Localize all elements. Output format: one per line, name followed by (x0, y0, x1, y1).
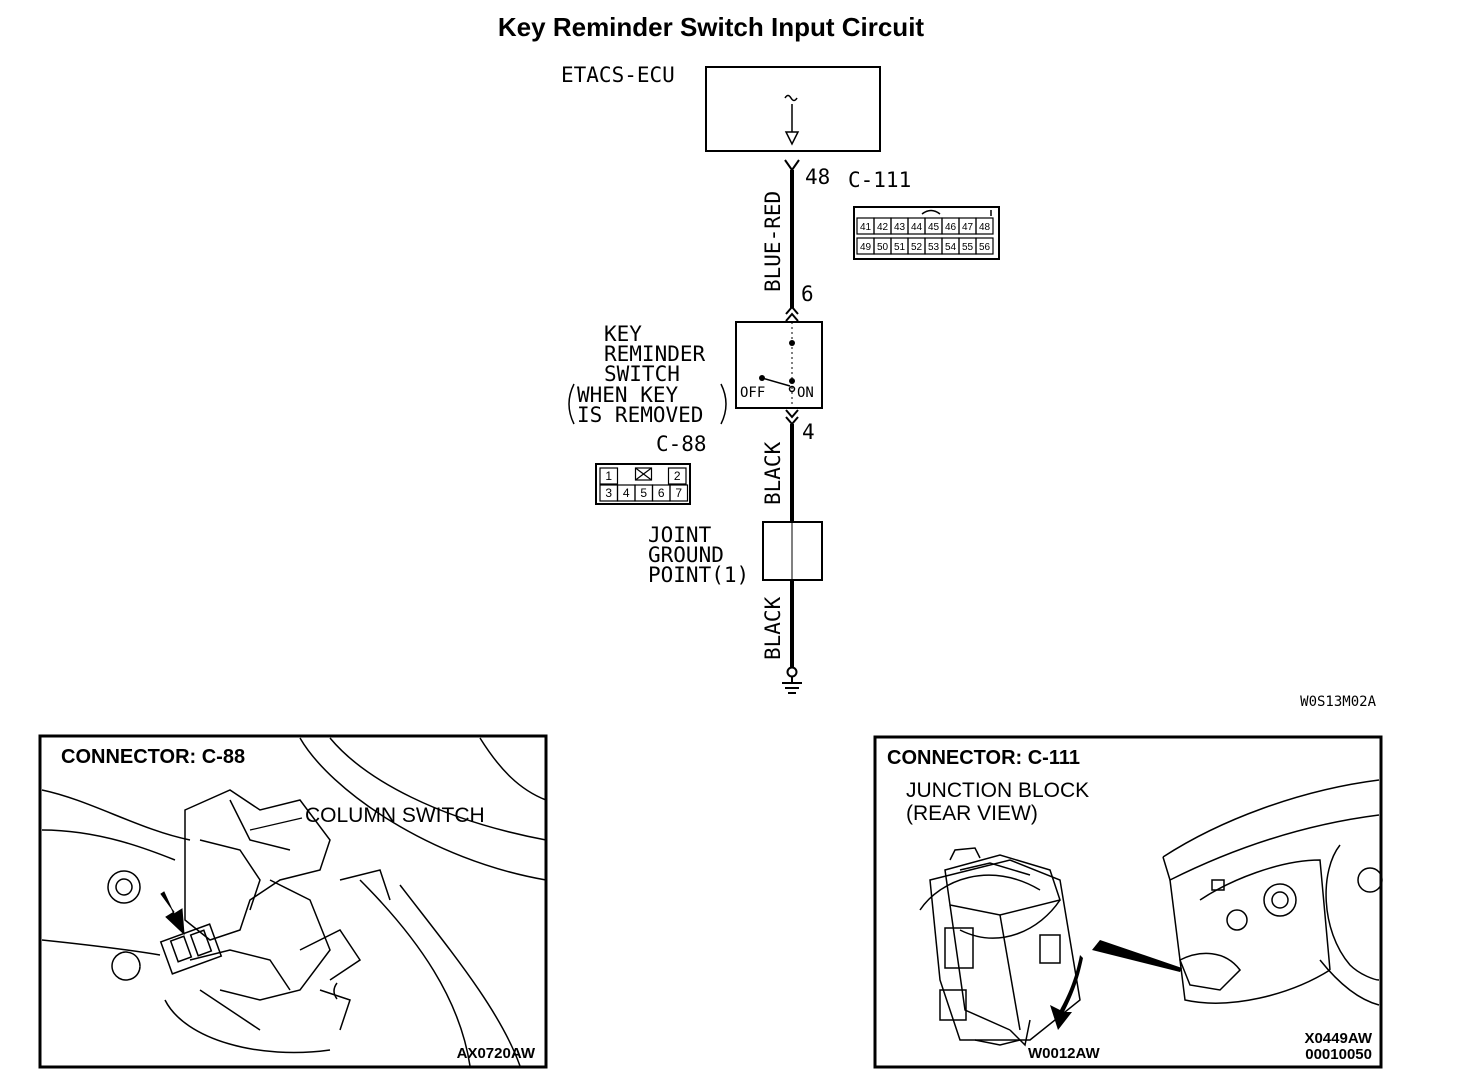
wire-blue-red: BLUE-RED 48 6 (761, 159, 830, 322)
connector-c88-name: C-88 (656, 432, 707, 456)
steering-column-illustration (41, 737, 547, 1067)
panel-connector-c111: CONNECTOR: C-111 JUNCTION BLOCK (REAR VI… (873, 735, 1383, 1069)
c88-pin-3-label: 3 (605, 486, 612, 500)
c111-pin-48-label: 48 (979, 222, 991, 233)
joint-ground-point: JOINT GROUND POINT(1) (648, 521, 823, 587)
switch-paren-right (720, 383, 727, 425)
diagram-code: W0S13M02A (1300, 694, 1376, 710)
wire-color-blue-red: BLUE-RED (761, 191, 785, 292)
ecu-box (705, 66, 881, 152)
c88-pin-7-label: 7 (675, 486, 682, 500)
c111-pin-45-label: 45 (928, 222, 940, 233)
c88-pin-6-label: 6 (658, 486, 665, 500)
switch-paren-left (568, 383, 575, 425)
connector-c111: C-111 41 42 43 44 45 46 47 48 49 50 51 52 53 54 55 56 (848, 168, 1000, 260)
c88-pin-2-cell (667, 467, 687, 485)
c88-pin-5-label: 5 (640, 486, 647, 500)
ground-label-line-2: GROUND (648, 543, 724, 567)
pin-6-label: 6 (801, 282, 814, 306)
c111-pin-44-label: 44 (911, 222, 923, 233)
c111-pin-48-cell (975, 217, 994, 235)
callout-arrow-dashboard (1092, 940, 1182, 972)
switch-label-line-2: REMINDER (604, 342, 706, 366)
junction-block-illustration (919, 847, 1081, 1047)
panel-c111-code-right-line-1: X0449AW (1304, 1030, 1372, 1047)
panel-c88-callout: COLUMN SWITCH (305, 804, 485, 827)
switch-label-line-3: SWITCH (604, 362, 680, 386)
panel-connector-c88: CONNECTOR: C-88 (38, 734, 548, 1069)
c88-key-cell (634, 467, 653, 481)
panel-c88-title: CONNECTOR: C-88 (61, 746, 245, 768)
panel-c111-title: CONNECTOR: C-111 (887, 747, 1080, 769)
ecu-label: ETACS-ECU (561, 63, 675, 87)
c111-pin-56-cell (975, 237, 994, 255)
switch-off-label: OFF (740, 385, 765, 401)
c111-pin-row-top: 41 42 43 44 45 46 47 48 (856, 217, 994, 235)
wire-black-middle: BLACK 4 (761, 409, 815, 523)
c88-pin-4-label: 4 (623, 486, 630, 500)
c88-pin-1-cell (599, 467, 619, 485)
wire-color-black-lower: BLACK (761, 596, 785, 660)
c111-pin-43-label: 43 (894, 222, 906, 233)
c111-pin-50-label: 50 (877, 242, 889, 253)
panel-c111-callout-line-1: JUNCTION BLOCK (906, 779, 1089, 802)
connector-c111-name: C-111 (848, 168, 911, 192)
pin-48-label: 48 (805, 165, 830, 189)
c111-pin-51-label: 51 (894, 242, 906, 253)
panel-c111-code-left: W0012AW (1028, 1045, 1101, 1062)
c88-key-x-1 (635, 467, 652, 481)
c88-pin-1-label: 1 (605, 469, 612, 483)
c111-pin-54-label: 54 (945, 242, 957, 253)
pin-4-label: 4 (802, 420, 815, 444)
panel-c111-callout-line-2: (REAR VIEW) (906, 802, 1038, 825)
switch-label-line-1: KEY (604, 322, 642, 346)
c111-pin-42-label: 42 (877, 222, 889, 233)
ground-symbol (782, 682, 802, 694)
c111-pin-row-bottom: 49 50 51 52 53 54 55 56 (856, 237, 994, 255)
switch-label-line-5: IS REMOVED (577, 403, 703, 427)
wire-color-black-middle: BLACK (761, 441, 785, 505)
diagram-title: Key Reminder Switch Input Circuit (498, 12, 925, 42)
c111-pin-41-label: 41 (860, 222, 872, 233)
c111-pin-55-label: 55 (962, 242, 974, 253)
c111-pin-52-label: 52 (911, 242, 923, 253)
c111-pin-49-label: 49 (860, 242, 872, 253)
etacs-ecu: ETACS-ECU (561, 63, 881, 152)
c111-pin-47-label: 47 (962, 222, 974, 233)
ground-label-line-3: POINT(1) (648, 563, 749, 587)
c111-pin-56-label: 56 (979, 242, 991, 253)
switch-box (735, 321, 823, 409)
c88-pin-2-label: 2 (674, 469, 681, 483)
panel-c88-code: AX0720AW (457, 1045, 536, 1062)
wire-black-lower: BLACK (761, 580, 798, 682)
callout-arrow-c88 (160, 891, 185, 936)
panel-c111-code-right-line-2: 00010050 (1305, 1046, 1372, 1063)
ecu-input-symbol (784, 94, 798, 102)
key-reminder-switch: KEY REMINDER SWITCH WHEN KEY IS REMOVED … (568, 321, 823, 427)
c111-pin-53-label: 53 (928, 242, 940, 253)
dashboard-illustration (1162, 779, 1383, 1006)
c88-pin-7-cell (669, 484, 689, 502)
callout-arrow-c111 (1050, 955, 1083, 1030)
c111-pin-46-label: 46 (945, 222, 957, 233)
switch-on-label: ON (797, 385, 814, 401)
ground-label-line-1: JOINT (648, 523, 712, 547)
switch-label-line-4: WHEN KEY (577, 383, 679, 407)
